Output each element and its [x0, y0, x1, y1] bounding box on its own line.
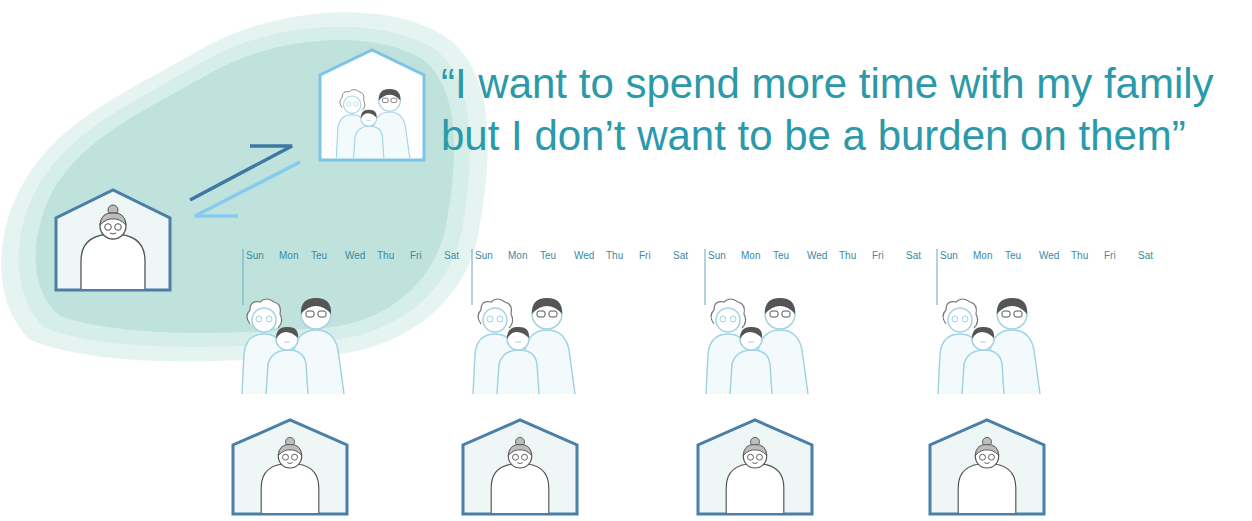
day-label: Sat — [1138, 250, 1153, 262]
day-label: Wed — [345, 250, 365, 262]
day-label: Fri — [639, 250, 651, 262]
day-label: Teu — [540, 250, 556, 262]
day-label: Mon — [973, 250, 992, 262]
day-label: Sun — [940, 250, 958, 262]
day-label: Thu — [1071, 250, 1088, 262]
day-label: Teu — [773, 250, 789, 262]
day-label: Sat — [444, 250, 459, 262]
day-label: Thu — [606, 250, 623, 262]
day-label: Mon — [279, 250, 298, 262]
day-label: Mon — [508, 250, 527, 262]
day-label: Sat — [673, 250, 688, 262]
day-label: Wed — [574, 250, 594, 262]
day-label: Fri — [1104, 250, 1116, 262]
day-label: Thu — [377, 250, 394, 262]
day-label: Teu — [311, 250, 327, 262]
day-label: Thu — [839, 250, 856, 262]
day-label: Sun — [708, 250, 726, 262]
day-label: Sun — [475, 250, 493, 262]
day-label: Teu — [1005, 250, 1021, 262]
day-label: Fri — [872, 250, 884, 262]
day-label: Wed — [1039, 250, 1059, 262]
day-label: Fri — [410, 250, 422, 262]
day-label: Sat — [906, 250, 921, 262]
day-label: Mon — [741, 250, 760, 262]
quote-text: “I want to spend more time with my famil… — [441, 58, 1241, 162]
day-label: Sun — [246, 250, 264, 262]
day-label: Wed — [807, 250, 827, 262]
